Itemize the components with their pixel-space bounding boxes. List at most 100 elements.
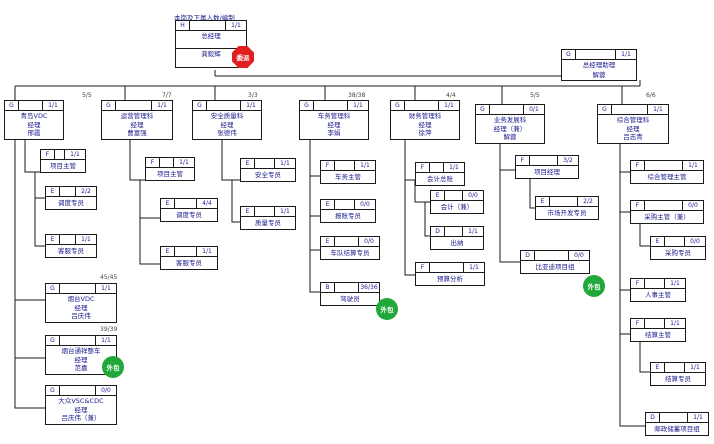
node-person: 解蓉: [592, 71, 606, 79]
node-person: 吕庆伟（兼）: [61, 414, 101, 422]
node-person: 张德伟: [217, 129, 237, 137]
node-person: 解蓉: [503, 133, 517, 141]
node-title: 结算专员: [665, 375, 691, 383]
grade-code: E: [651, 363, 665, 372]
node-title: 安全质量科: [210, 112, 244, 120]
headcount: 1/1: [240, 101, 261, 110]
assigned-badge: 委派: [232, 46, 254, 68]
grade-code: E: [46, 187, 60, 196]
grade-code: G: [102, 101, 116, 110]
headcount: 1/1: [462, 227, 483, 236]
headcount: 1/1: [95, 284, 116, 293]
node-role: 经理: [27, 121, 41, 129]
grade-code: E: [431, 191, 445, 200]
headcount: 1/1: [664, 279, 685, 288]
grade-code: E: [241, 159, 255, 168]
node-zh-jszy[interactable]: E 1/1 结算专员: [650, 362, 706, 386]
grade-code: F: [631, 161, 645, 170]
grade-code: G: [46, 284, 60, 293]
node-title: 会计（兼）: [440, 203, 474, 211]
node-role: 经理（兼）: [493, 125, 527, 133]
headcount: 1/1: [274, 207, 295, 216]
grade-code: G: [598, 105, 612, 114]
node-role: 经理: [626, 125, 640, 133]
headcount: 1/1: [682, 161, 703, 170]
node-title: 市场开发专员: [547, 209, 587, 217]
headcount: 1/1: [664, 319, 685, 328]
node-role: 经理: [74, 356, 88, 364]
node-title: 总经理助理: [582, 61, 616, 69]
node-role: 经理: [327, 121, 341, 129]
headcount: 1/1: [647, 105, 668, 114]
headcount: 1/1: [75, 235, 96, 244]
dept-count-yantaiqiang: 39/39: [100, 326, 118, 333]
headcount: 0/0: [462, 191, 483, 200]
node-title: 安全专员: [255, 171, 281, 179]
dept-count-chewu: 38/38: [348, 92, 366, 99]
grade-code: B: [321, 283, 335, 292]
grade-code: G: [300, 101, 314, 110]
grade-code: E: [46, 235, 60, 244]
headcount: 1/1: [684, 363, 705, 372]
node-title: 比亚迪项目组: [535, 263, 575, 271]
node-aq-aqzy[interactable]: E 1/1 安全专员: [240, 158, 296, 182]
grade-code: F: [631, 279, 645, 288]
headcount: 1/1: [225, 21, 246, 30]
node-person: 范嘉: [74, 364, 88, 372]
grade-code: F: [631, 201, 645, 210]
node-title: 会计总账: [427, 175, 453, 183]
node-title: 调度专员: [176, 211, 202, 219]
grade-code: F: [416, 263, 430, 272]
headcount: 1/1: [173, 158, 194, 167]
node-title: 车务主管: [335, 173, 361, 181]
grade-code: G: [476, 105, 490, 114]
node-role: 经理: [418, 121, 432, 129]
headcount: 1/1: [354, 161, 375, 170]
node-title: 烟台VDC: [67, 295, 95, 303]
node-cf-kj[interactable]: E 0/0 会计（兼）: [430, 190, 484, 214]
node-title: 采购主管（兼）: [644, 213, 690, 221]
headcount: 1/1: [95, 336, 116, 345]
node-role: 经理: [220, 121, 234, 129]
grade-code: E: [241, 207, 255, 216]
headcount: 0/0: [354, 200, 375, 209]
grade-code: G: [46, 386, 60, 395]
node-title: 报账专员: [335, 212, 361, 220]
grade-code: G: [46, 336, 60, 345]
headcount: 1/1: [274, 159, 295, 168]
headcount: 0/0: [684, 237, 705, 246]
